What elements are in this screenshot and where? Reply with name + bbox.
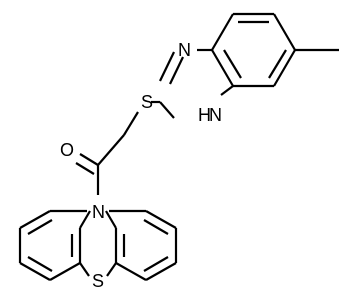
bond-imid-4 [159,101,175,119]
phenothiazine-nitrogen-label: N [92,202,105,222]
bond-benz-3 [273,49,296,87]
bond-right-4 [145,262,177,281]
imidazole-nitrogen-label: N [178,40,191,60]
bond-benz-5-inner [223,49,242,79]
bond-s-ch2 [123,111,139,136]
bond-ch2-co [97,134,125,166]
bond-imid-2 [220,85,234,96]
bond-carbonyl-1 [79,153,99,166]
bond-bridge-right [106,262,117,277]
bond-benz-6 [211,13,234,51]
bond-right-2 [145,210,177,229]
oxygen-label: O [60,140,74,160]
bond-imid-3 [159,51,175,82]
sulfur-linker-label: S [141,92,153,112]
bond-benz-2 [273,13,296,51]
bond-benz-3-inner [268,49,287,79]
bond-right-5 [115,262,147,281]
bond-left-5 [49,262,81,281]
imidazole-nh-n-label: N [209,105,222,125]
bond-benz-5 [211,49,234,87]
bond-left-4 [19,262,51,281]
bond-carbonyl-2 [75,162,95,175]
bond-imid-3-inner [169,56,184,85]
bond-left-2 [19,210,51,229]
imidazole-nh-h-label: H [198,105,211,125]
bond-right-4-inner [143,256,169,272]
bond-right-2-inner [143,219,169,235]
bond-left-to-n [79,210,91,229]
bond-left-2-inner [27,219,53,235]
bond-left-4-inner [27,256,53,272]
phenothiazine-sulfur-label: S [92,271,104,291]
bond-bridge-left [79,262,90,277]
bond-right-to-n [105,210,117,229]
